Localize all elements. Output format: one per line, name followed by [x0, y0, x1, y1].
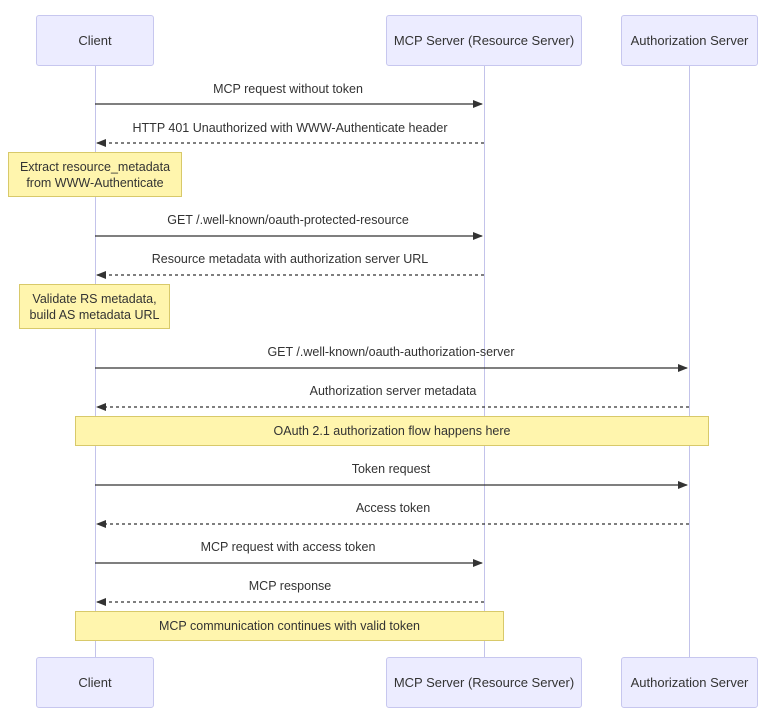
message-label: MCP response: [248, 579, 332, 593]
mcp-server-lifeline: [484, 66, 485, 657]
message-label: GET /.well-known/oauth-authorization-ser…: [267, 345, 515, 359]
note-mcp-communication-continues: MCP communication continues with valid t…: [75, 611, 504, 641]
note-validate-rs-metadata: Validate RS metadata, build AS metadata …: [19, 284, 170, 329]
client-lifeline: [95, 66, 96, 657]
mcp-server-actor-bottom: MCP Server (Resource Server): [386, 657, 582, 708]
mcp-server-label: MCP Server (Resource Server): [393, 675, 575, 690]
message-label: GET /.well-known/oauth-protected-resourc…: [167, 213, 409, 227]
message-label: Access token: [355, 501, 431, 515]
mcp-server-label: MCP Server (Resource Server): [393, 33, 575, 48]
client-label: Client: [78, 33, 112, 48]
auth-server-actor-top: Authorization Server: [621, 15, 758, 66]
client-actor-top: Client: [36, 15, 154, 66]
client-label: Client: [78, 675, 112, 690]
auth-server-lifeline: [689, 66, 690, 657]
message-label: Token request: [351, 462, 431, 476]
message-label: MCP request with access token: [200, 540, 376, 554]
message-label: HTTP 401 Unauthorized with WWW-Authentic…: [132, 121, 448, 135]
message-label: Resource metadata with authorization ser…: [151, 252, 429, 266]
note-extract-resource-metadata: Extract resource_metadata from WWW-Authe…: [8, 152, 182, 197]
auth-server-label: Authorization Server: [630, 33, 749, 48]
client-actor-bottom: Client: [36, 657, 154, 708]
mcp-server-actor-top: MCP Server (Resource Server): [386, 15, 582, 66]
auth-server-label: Authorization Server: [630, 675, 749, 690]
auth-server-actor-bottom: Authorization Server: [621, 657, 758, 708]
note-oauth-flow: OAuth 2.1 authorization flow happens her…: [75, 416, 709, 446]
message-label: MCP request without token: [213, 82, 363, 96]
message-label: Authorization server metadata: [309, 384, 477, 398]
